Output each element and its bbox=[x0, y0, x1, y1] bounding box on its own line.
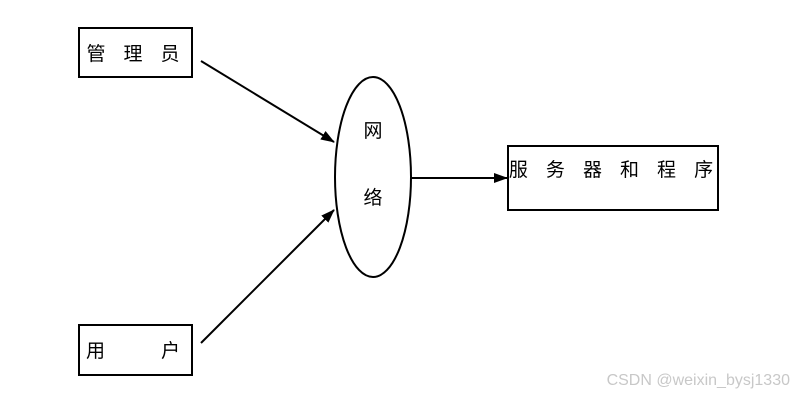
network-label-line2: 络 bbox=[363, 187, 382, 209]
user-label: 用 户 bbox=[86, 340, 186, 362]
edge-user-to-network bbox=[200, 209, 335, 344]
watermark-text: CSDN @weixin_bysj1330 bbox=[606, 372, 790, 389]
network-label-line1: 网 bbox=[363, 120, 382, 142]
user-box bbox=[78, 324, 193, 376]
admin-node: 管 理 员 bbox=[78, 27, 193, 78]
admin-box bbox=[78, 27, 193, 78]
edge-admin-to-network bbox=[200, 60, 335, 143]
admin-label: 管 理 员 bbox=[86, 43, 185, 65]
server-label: 服 务 器 和 程 序 bbox=[509, 159, 719, 181]
network-ellipse bbox=[334, 76, 412, 278]
server-box bbox=[507, 145, 719, 211]
server-node: 服 务 器 和 程 序 bbox=[507, 145, 719, 211]
network-node: 网 络 bbox=[334, 76, 412, 278]
user-node: 用 户 bbox=[78, 324, 193, 376]
